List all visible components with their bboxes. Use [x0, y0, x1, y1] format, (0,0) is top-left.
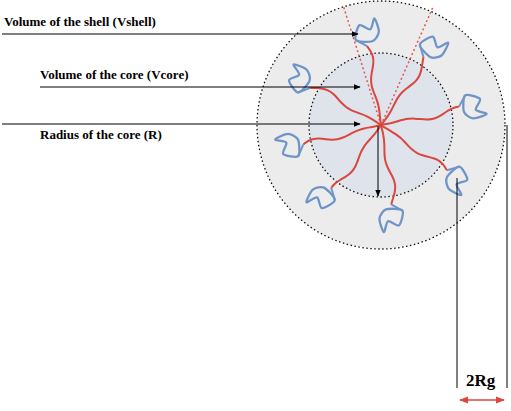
shell-circle — [257, 1, 505, 249]
core-chain — [331, 125, 381, 188]
shell-loop — [306, 187, 334, 208]
core-chain — [310, 88, 381, 125]
leader-arrow — [2, 34, 358, 35]
core-chain — [367, 46, 381, 125]
dimension-arrow — [460, 399, 504, 401]
radius-arrow — [378, 126, 379, 196]
core-circle — [309, 53, 453, 197]
core-chain — [381, 107, 459, 125]
shell-loop — [463, 95, 486, 118]
shell-loop — [379, 209, 402, 232]
core-label: Volume of the core (Vcore) — [40, 67, 189, 83]
shell-loop — [420, 37, 448, 58]
guide-line — [457, 178, 458, 388]
sector-line — [343, 5, 381, 125]
shell-loop — [275, 134, 299, 157]
dimension-label: 2Rg — [466, 371, 495, 391]
shell-loop — [289, 64, 310, 92]
core-chain — [381, 125, 447, 170]
shell-label: Volume of the shell (Vshell) — [4, 14, 156, 30]
core-chain — [303, 125, 381, 144]
guide-line — [507, 125, 508, 388]
sector-line — [381, 7, 433, 125]
leader-arrow — [40, 87, 360, 88]
radius-label: Radius of the core (R) — [40, 127, 162, 143]
leader-arrow — [2, 124, 360, 125]
core-chain — [381, 57, 423, 125]
shell-loop — [355, 19, 378, 42]
core-chain — [381, 125, 395, 204]
